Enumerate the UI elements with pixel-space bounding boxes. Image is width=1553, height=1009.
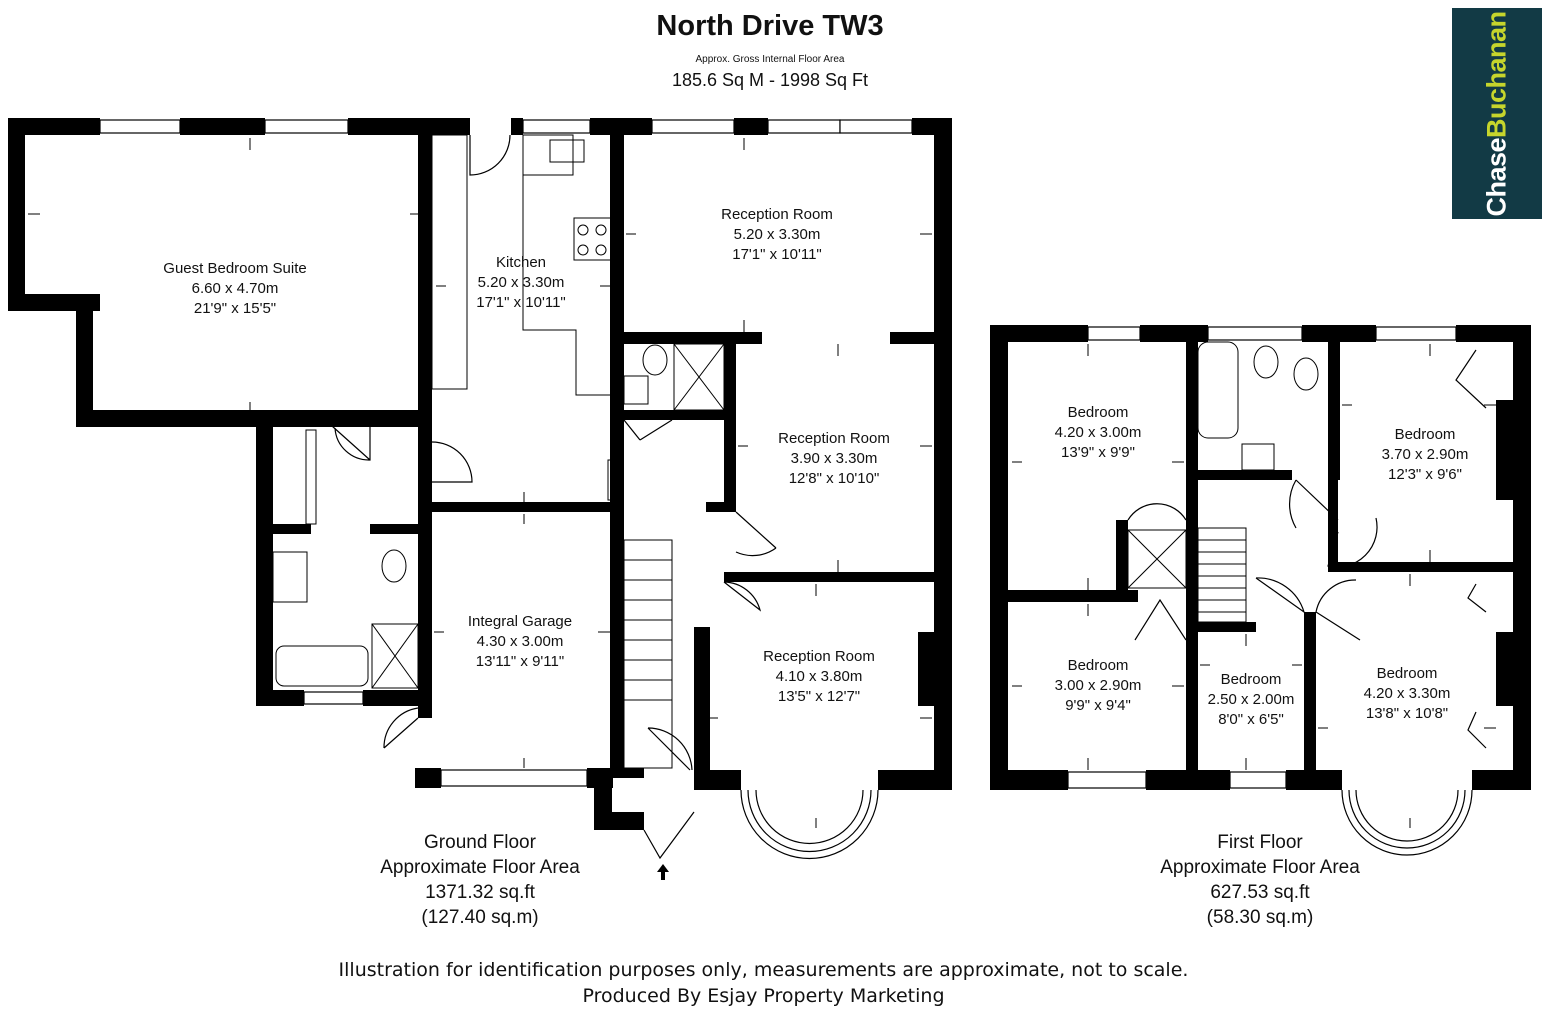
dimension-arrows [28, 138, 1496, 828]
producer-credit: Produced By Esjay Property Marketing [582, 985, 945, 1007]
room-reception-1: Reception Room 5.20 x 3.30m 17'1" x 10'1… [721, 205, 833, 265]
room-imperial: 13'8" x 10'8" [1365, 705, 1449, 722]
room-integral-garage: Integral Garage 4.30 x 3.00m 13'11" x 9'… [468, 612, 572, 672]
room-name: Bedroom [1220, 671, 1282, 688]
room-name: Reception Room [721, 206, 833, 223]
floor-area-label: Approximate Floor Area [380, 857, 580, 878]
room-imperial: 17'1" x 10'11" [476, 294, 566, 311]
bay-windows [740, 789, 1473, 860]
room-bedroom-4: Bedroom 2.50 x 2.00m 8'0" x 6'5" [1208, 670, 1295, 730]
room-imperial: 17'1" x 10'11" [732, 246, 822, 263]
room-imperial: 13'9" x 9'9" [1061, 444, 1135, 461]
room-name: Bedroom [1376, 665, 1438, 682]
area-subtitle: Approx. Gross Internal Floor Area [695, 54, 845, 65]
floor-area-sqft: 627.53 sq.ft [1210, 882, 1310, 903]
room-metric: 4.10 x 3.80m [775, 668, 863, 685]
room-metric: 5.20 x 3.30m [733, 226, 821, 243]
room-name: Integral Garage [467, 613, 573, 630]
room-imperial: 13'5" x 12'7" [777, 688, 861, 705]
room-name: Reception Room [763, 648, 875, 665]
room-metric: 3.00 x 2.90m [1054, 677, 1142, 694]
floor-area-label: Approximate Floor Area [1160, 857, 1360, 878]
room-imperial: 12'3" x 9'6" [1388, 466, 1462, 483]
floor-area-sqm: (58.30 sq.m) [1206, 907, 1314, 928]
floor-area-sqft: 1371.32 sq.ft [425, 882, 535, 903]
room-metric: 6.60 x 4.70m [191, 280, 279, 297]
room-bedroom-5: Bedroom 4.20 x 3.30m 13'8" x 10'8" [1364, 664, 1451, 724]
logo-text-buchanan: Buchanan [1481, 10, 1512, 138]
room-imperial: 9'9" x 9'4" [1065, 697, 1131, 714]
fixtures [272, 134, 1319, 769]
room-metric: 3.70 x 2.90m [1381, 446, 1469, 463]
room-reception-3: Reception Room 4.10 x 3.80m 13'5" x 12'7… [763, 647, 875, 707]
room-name: Bedroom [1067, 404, 1129, 421]
room-imperial: 8'0" x 6'5" [1218, 711, 1284, 728]
room-metric: 4.20 x 3.00m [1054, 424, 1142, 441]
room-metric: 4.30 x 3.00m [476, 633, 564, 650]
page-title: North Drive TW3 [656, 10, 884, 42]
room-metric: 3.90 x 3.30m [790, 450, 878, 467]
room-bedroom-3: Bedroom 3.00 x 2.90m 9'9" x 9'4" [1055, 656, 1142, 716]
disclaimer-line-1: Illustration for identification purposes… [338, 959, 1189, 981]
room-bedroom-1: Bedroom 4.20 x 3.00m 13'9" x 9'9" [1055, 403, 1142, 463]
room-reception-2: Reception Room 3.90 x 3.30m 12'8" x 10'1… [778, 429, 890, 489]
ground-floor-caption: Ground Floor Approximate Floor Area 1371… [380, 830, 580, 930]
room-name: Bedroom [1394, 426, 1456, 443]
walls [8, 118, 1531, 830]
room-name: Kitchen [495, 254, 547, 271]
room-imperial: 13'11" x 9'11" [475, 653, 565, 670]
room-imperial: 12'8" x 10'10" [788, 470, 880, 487]
floor-name: First Floor [1217, 832, 1303, 853]
entrance-arrow [657, 864, 669, 880]
agent-logo: ChaseBuchanan [1452, 8, 1542, 219]
floor-area-sqm: (127.40 sq.m) [421, 907, 539, 928]
room-metric: 2.50 x 2.00m [1207, 691, 1295, 708]
disclaimer: Illustration for identification purposes… [0, 957, 1527, 1009]
windows [99, 119, 1457, 789]
room-kitchen: Kitchen 5.20 x 3.30m 17'1" x 10'11" [476, 253, 566, 313]
room-name: Guest Bedroom Suite [163, 260, 307, 277]
logo-text-chase: Chase [1481, 137, 1512, 217]
room-bedroom-2: Bedroom 3.70 x 2.90m 12'3" x 9'6" [1382, 425, 1469, 485]
first-floor-caption: First Floor Approximate Floor Area 627.5… [1160, 830, 1360, 930]
doors [331, 134, 1487, 860]
room-metric: 5.20 x 3.30m [477, 274, 565, 291]
total-area: 185.6 Sq M - 1998 Sq Ft [671, 70, 869, 90]
room-guest-bedroom-suite: Guest Bedroom Suite 6.60 x 4.70m 21'9" x… [163, 259, 306, 319]
floor-name: Ground Floor [424, 832, 536, 853]
room-imperial: 21'9" x 15'5" [193, 300, 277, 317]
room-name: Bedroom [1067, 657, 1129, 674]
room-name: Reception Room [778, 430, 890, 447]
room-metric: 4.20 x 3.30m [1363, 685, 1451, 702]
